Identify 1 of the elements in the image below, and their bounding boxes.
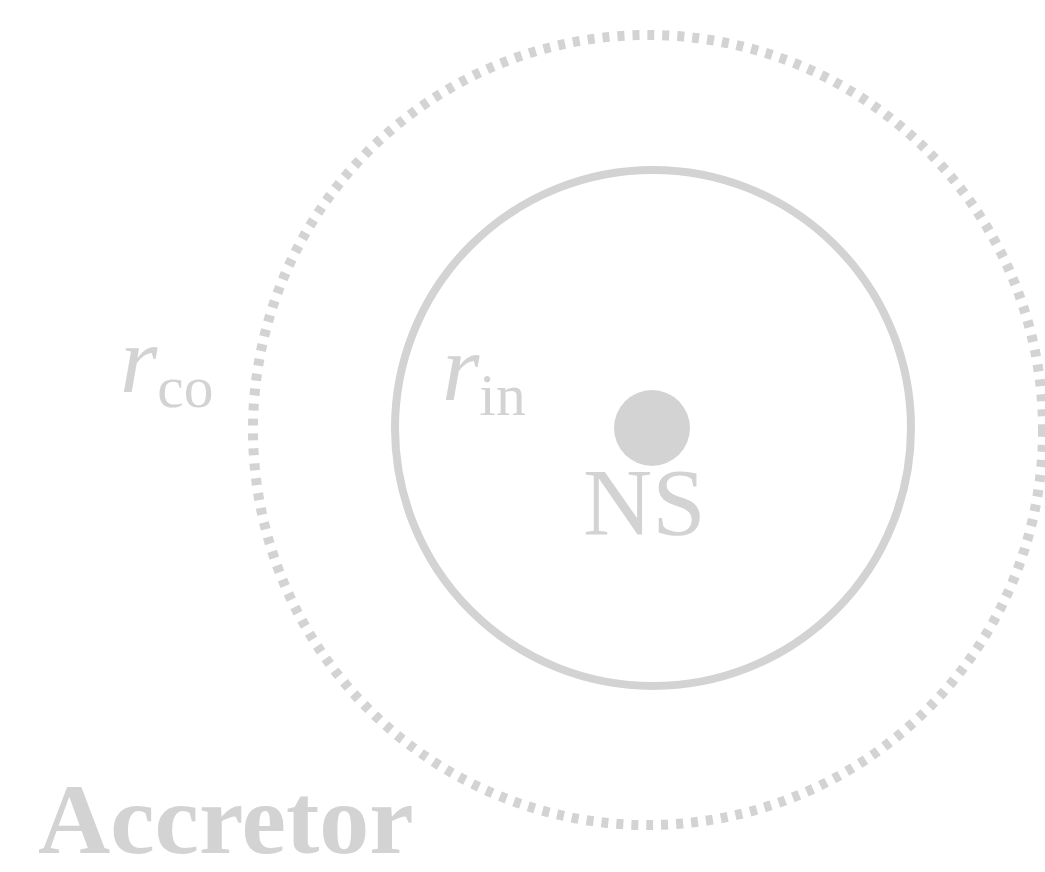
inner-circle xyxy=(388,163,918,693)
